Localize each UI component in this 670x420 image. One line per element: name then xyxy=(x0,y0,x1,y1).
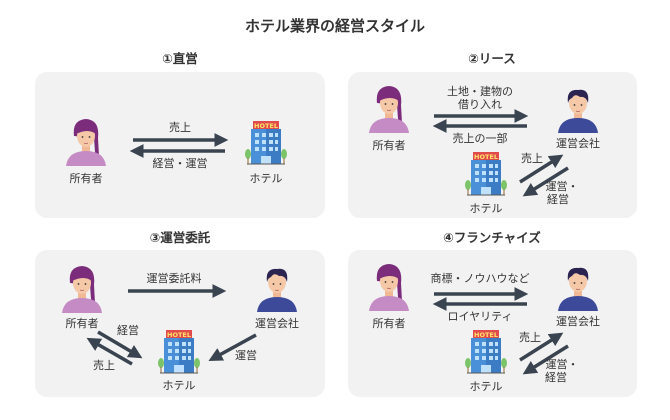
arrow-label: 経営 xyxy=(117,323,139,337)
panel-background xyxy=(348,72,637,218)
arrow-label: 経営・運営 xyxy=(153,156,208,170)
owner-label: 所有者 xyxy=(373,316,406,330)
hotel-label: ホテル xyxy=(470,380,503,393)
panel-background xyxy=(35,250,325,397)
arrow-label: 運営・ xyxy=(546,357,579,371)
hotel-label: ホテル xyxy=(470,202,503,215)
operator-label: 運営会社 xyxy=(255,316,299,330)
panel-title: ④フランチャイズ xyxy=(443,230,541,245)
panel-management-contract: ③運営委託 所有者 運営会社 HOTEL ホテル 運営委託料 経営 売上 運営 xyxy=(35,230,325,397)
arrow-label: ロイヤリティ xyxy=(447,310,512,323)
arrow-label: 運営委託料 xyxy=(147,271,202,285)
panel-direct: ①直営 所有者 HOTEL ホテル 売上 経営・運営 xyxy=(35,51,325,218)
hotel-sign-text: HOTEL xyxy=(474,331,498,339)
panel-title: ③運営委託 xyxy=(150,230,211,245)
arrow-label: 経営 xyxy=(545,370,567,384)
arrow-label: 経営 xyxy=(547,192,569,206)
hotel-label: ホテル xyxy=(250,172,283,185)
panel-title: ②リース xyxy=(468,51,515,66)
arrow-hotel-to-owner xyxy=(86,337,133,366)
arrow-label: 土地・建物の xyxy=(447,84,513,98)
hotel-label: ホテル xyxy=(163,379,196,392)
arrow-label: 売上 xyxy=(521,152,543,165)
arrow-label: 売上 xyxy=(169,121,191,134)
hotel-sign-text: HOTEL xyxy=(167,331,191,339)
arrow-hotel-to-operator xyxy=(519,154,564,184)
arrow-label: 運営・ xyxy=(546,179,579,193)
arrow-label: 借り入れ xyxy=(458,98,502,111)
hotel-sign-text: HOTEL xyxy=(474,153,498,161)
operator-label: 運営会社 xyxy=(556,136,600,150)
arrow-label: 商標・ノウハウなど xyxy=(431,271,530,285)
panel-franchise: ④フランチャイズ 所有者 運営会社 HOTEL ホテル 商標・ノウハウなど ロイ… xyxy=(348,230,637,397)
page-title: ホテル業界の経営スタイル xyxy=(245,17,425,35)
arrow-operator-to-hotel xyxy=(522,344,569,375)
owner-label: 所有者 xyxy=(66,316,99,330)
arrow-hotel-to-operator xyxy=(519,332,564,362)
arrow-label: 売上 xyxy=(93,359,115,372)
panel-background xyxy=(348,250,637,397)
owner-label: 所有者 xyxy=(70,171,103,185)
owner-label: 所有者 xyxy=(373,138,406,152)
arrow-owner-to-hotel xyxy=(97,330,143,359)
arrow-operator-to-hotel xyxy=(208,333,257,362)
arrow-label: 売上の一部 xyxy=(453,131,508,145)
panel-title: ①直営 xyxy=(162,51,198,66)
arrow-operator-to-hotel xyxy=(522,166,569,197)
hotel-sign-text: HOTEL xyxy=(254,122,278,130)
operator-label: 運営会社 xyxy=(556,314,600,328)
arrow-label: 運営 xyxy=(235,348,257,362)
panel-background xyxy=(35,72,325,218)
panel-lease: ②リース 所有者 運営会社 HOTEL ホテル 土地・建物の 借り入れ 売上の一… xyxy=(348,51,637,218)
arrow-label: 売上 xyxy=(519,331,541,344)
